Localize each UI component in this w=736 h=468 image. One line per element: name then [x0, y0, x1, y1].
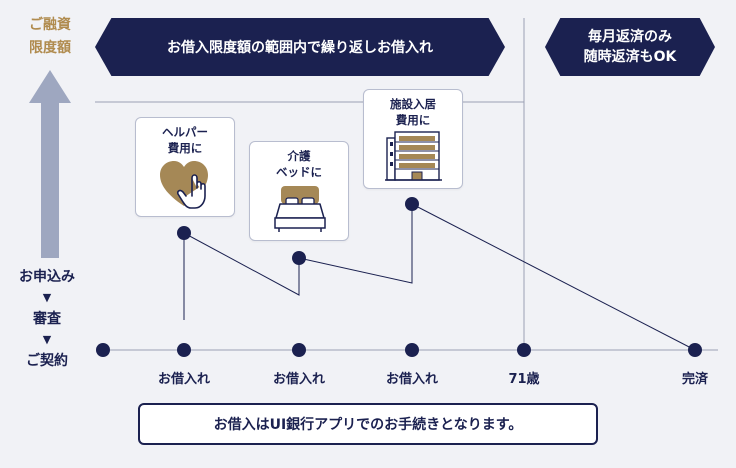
axis-point-borrow-1 — [177, 343, 191, 357]
bed-icon — [274, 186, 326, 232]
card-helper-line1: ヘルパー — [162, 125, 208, 139]
x-label-borrow-3: お借入れ — [385, 372, 438, 387]
banner-side-line2: 随時返済もOK — [583, 49, 677, 65]
axis-point-borrow-2 — [292, 343, 306, 357]
stage-review: 審査 — [33, 311, 61, 327]
banner-repeat-borrowing: お借入限度額の範囲内で繰り返しお借入れ — [95, 18, 505, 76]
y-axis-label: ご融資 限度額 — [14, 14, 86, 60]
card-helper-cost: ヘルパー 費用に — [135, 117, 235, 217]
process-stages: お申込み ▼ 審査 ▼ ご契約 — [6, 266, 88, 372]
x-label-paid-off: 完済 — [681, 372, 708, 387]
stage-arrow-2: ▼ — [42, 333, 52, 346]
balance-point-3 — [405, 197, 419, 211]
stage-contract: ご契約 — [26, 353, 68, 369]
y-axis-label-line1: ご融資 — [29, 17, 71, 33]
x-label-borrow-2: お借入れ — [272, 372, 325, 387]
balance-point-1 — [177, 226, 191, 240]
balance-point-2 — [292, 251, 306, 265]
card-care-bed: 介護 ベッドに — [249, 141, 349, 241]
banner-side-line1: 毎月返済のみ — [588, 29, 672, 45]
y-axis-label-line2: 限度額 — [29, 40, 71, 56]
card-bed-line2: ベッドに — [276, 165, 322, 179]
stage-arrow-1: ▼ — [42, 291, 52, 304]
x-label-age-71: 71歳 — [508, 372, 540, 387]
axis-point-contract — [96, 343, 110, 357]
limit-up-arrow — [29, 70, 71, 258]
axis-point-age-71 — [517, 343, 531, 357]
axis-point-borrow-3 — [405, 343, 419, 357]
x-label-borrow-1: お借入れ — [157, 372, 210, 387]
card-helper-line2: 費用に — [167, 141, 203, 155]
banner-repayment: 毎月返済のみ 随時返済もOK — [545, 18, 715, 76]
card-facility-line1: 施設入居 — [390, 97, 436, 111]
card-bed-line1: 介護 — [287, 149, 311, 163]
heart-hand-icon — [160, 161, 208, 209]
card-facility-cost: 施設入居 費用に — [363, 89, 463, 189]
note-text: お借入はUI銀行アプリでのお手続きとなります。 — [213, 417, 523, 433]
stage-apply: お申込み — [19, 269, 75, 285]
card-facility-line2: 費用に — [395, 113, 431, 127]
building-icon — [385, 131, 442, 181]
app-procedure-note: お借入はUI銀行アプリでのお手続きとなります。 — [138, 403, 598, 445]
banner-main-text: お借入限度額の範囲内で繰り返しお借入れ — [167, 40, 433, 56]
axis-point-paid-off — [688, 343, 702, 357]
